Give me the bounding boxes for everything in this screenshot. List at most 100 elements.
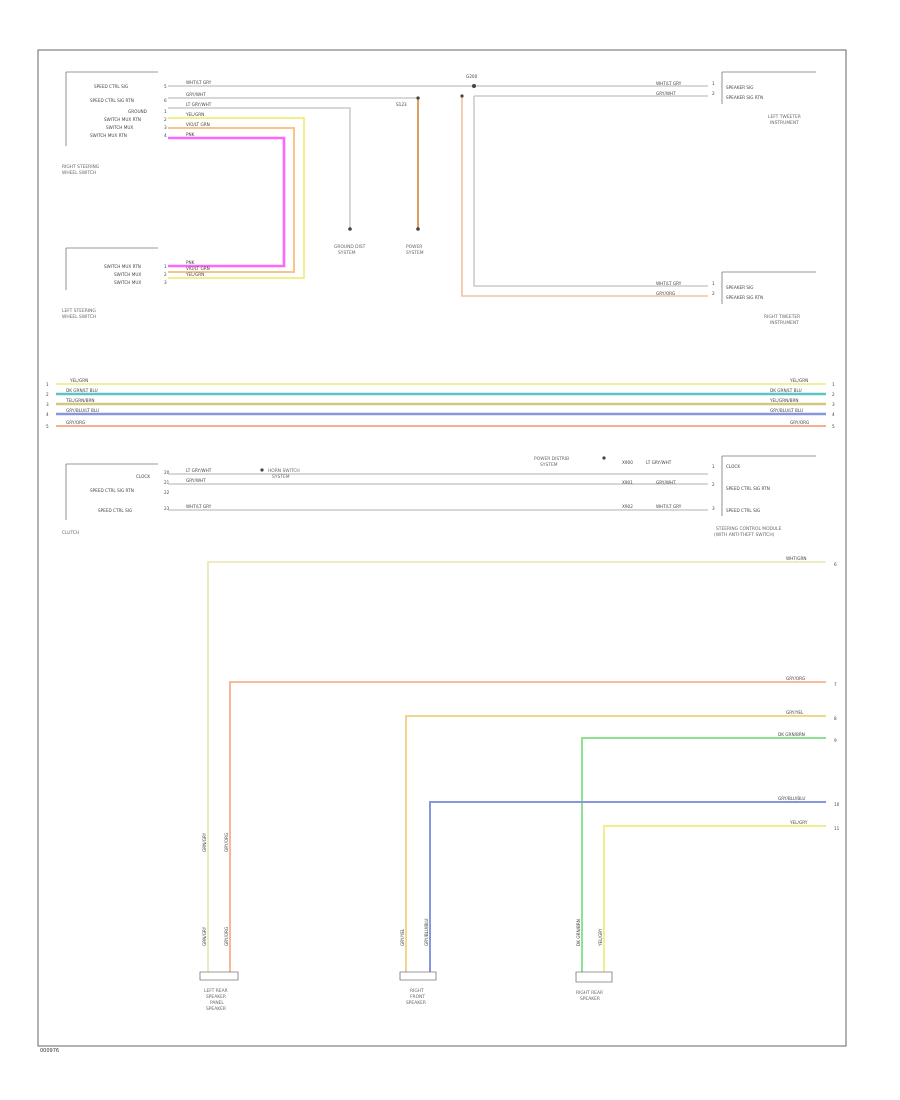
lower-wires: WHT/GRN GRY/ORG GRY/YEL DK GRN/BRN GRY/B…	[207, 556, 840, 972]
horn-switch-ref[interactable]: HORN SWITCH SYSTEM	[268, 468, 301, 480]
scm-wire-id-0: X900	[622, 460, 633, 465]
bus-right-label-0: YEL/GRN	[789, 378, 808, 383]
power-ref[interactable]: POWER SYSTEM S123	[396, 96, 424, 256]
lower-wire-2	[405, 715, 826, 972]
right-tweeter-pin-num-0: 1	[712, 281, 715, 286]
center-speaker-line1: RIGHT	[410, 988, 424, 994]
lower-pin-3: 9	[834, 738, 837, 743]
right-speaker-body	[575, 971, 613, 983]
vertical-tags: GRN/GRY GRY/ORG GRN/GRY GRY/ORG GRY/YEL …	[202, 832, 603, 947]
left-tweeter-bracket	[721, 71, 816, 104]
right-switch-pin-num-4: 3	[164, 125, 167, 130]
ground-ref-line1: GROUND DIST	[334, 244, 366, 250]
ground-ref-label: GROUND DIST SYSTEM	[334, 244, 367, 256]
right-switch-pin-label-4: SWITCH MUX	[106, 125, 133, 130]
tweeter-splice-dot-2	[460, 94, 464, 98]
lower-pin-5: 11	[834, 826, 840, 831]
right-switch-pin-num-5: 4	[164, 133, 167, 138]
right-tweeter[interactable]: WHT/LT GRY GRY/ORG 1 2 SPEAKER SIG SPEAK…	[656, 271, 816, 326]
wire-pnk-top	[168, 136, 286, 268]
lower-wire-label-2: GRY/YEL	[786, 710, 804, 715]
scm-wire-label-2: WHT/LT GRY	[656, 504, 682, 509]
right-tweeter-name-line2: INSTRUMENT	[770, 320, 799, 326]
left-speaker-name: LEFT REAR SPEAKER PANEL SPEAKER	[204, 988, 229, 1012]
power-ref-line2: SYSTEM	[406, 250, 424, 256]
bus-pin-right-4: 5	[832, 424, 835, 429]
ground-dot	[348, 227, 352, 231]
right-front-speaker[interactable]: RIGHT FRONT SPEAKER	[399, 971, 437, 1006]
center-speaker-line3: SPEAKER	[406, 1000, 426, 1006]
ground-ref[interactable]: GROUND DIST SYSTEM	[334, 227, 367, 256]
steering-control-module[interactable]: 1 2 3 CLOCK SPEED CTRL SIG RTN SPEED CTR…	[712, 455, 816, 538]
vtag-6: GRY/BLU/BLU	[424, 919, 429, 946]
power-dot	[416, 227, 420, 231]
left-tweeter[interactable]: WHT/LT GRY GRY/WHT 1 2 SPEAKER SIG SPEAK…	[656, 71, 816, 126]
clutch-module[interactable]: CLOCK SPEED CTRL SIG RTN SPEED CTRL SIG …	[62, 463, 170, 536]
right-switch-name: RIGHT STEERING WHEEL SWITCH	[62, 164, 101, 176]
bus-left-label-1: DK GRN/LT BLU	[66, 388, 98, 393]
clutch-pin-label-2: SPEED CTRL SIG	[98, 508, 132, 513]
lower-pin-2: 8	[834, 716, 837, 721]
power-dist2-ref[interactable]: POWER DISTRIB SYSTEM	[534, 456, 571, 468]
right-tweeter-name: RIGHT TWEETER INSTRUMENT	[764, 314, 802, 326]
bus-pin-right-0: 1	[832, 382, 835, 387]
lower-pin-0: 6	[834, 562, 837, 567]
splice2-label: G200	[466, 74, 478, 79]
right-switch-wire-4: VIO/LT GRN	[186, 122, 210, 127]
clutch-wires: LT GRY/WHT GRY/WHT WHT/LT GRY HORN SWITC…	[168, 456, 708, 511]
right-switch-name-line2: WHEEL SWITCH	[62, 170, 96, 176]
lower-wire-4	[429, 801, 826, 972]
center-speaker-line2: FRONT	[410, 994, 425, 1000]
scm-name: STEERING CONTROL MODULE (WITH ANTI-THEFT…	[714, 526, 783, 538]
scm-wire-label-1: GRY/WHT	[656, 480, 676, 485]
right-switch-wire-2: LT GRY/WHT	[186, 102, 212, 107]
clutch-name: CLUTCH	[62, 530, 79, 536]
footer-tag: 000976	[40, 1048, 59, 1054]
bus-pin-right-1: 2	[832, 392, 835, 397]
left-switch-pin-num-1: 2	[164, 272, 167, 277]
vtag-1: GRY/ORG	[224, 833, 229, 852]
left-switch-bracket	[65, 247, 158, 290]
right-tweeter-name-line1: RIGHT TWEETER	[764, 314, 800, 320]
scm-pin-label-1: SPEED CTRL SIG RTN	[726, 486, 770, 491]
bus-left-label-4: GRY/ORG	[66, 420, 85, 425]
left-switch-wire-0: PNK	[186, 260, 195, 265]
left-tweeter-pin-num-0: 1	[712, 81, 715, 86]
center-speaker-name: RIGHT FRONT SPEAKER	[406, 988, 426, 1006]
scm-pin-label-0: CLOCK	[726, 464, 740, 469]
bus-right-label-4: GRY/ORG	[790, 420, 809, 425]
right-switch-wire-0: WHT/LT GRY	[186, 80, 212, 85]
left-steering-switch[interactable]: SWITCH MUX RTN SWITCH MUX SWITCH MUX 1 2…	[62, 247, 210, 320]
right-switch-pin-label-5: SWITCH MUX RTN	[90, 133, 127, 138]
right-steering-switch[interactable]: SPEED CTRL SIG SPEED CTRL SIG RTN GROUND…	[62, 71, 167, 176]
right-switch-bracket	[65, 71, 158, 146]
scm-pin-num-1: 2	[712, 482, 715, 487]
vtag-7: YEL/GRY	[598, 928, 603, 947]
right-tweeter-pin-label-0: SPEAKER SIG	[726, 285, 753, 290]
scm-wire-id-1: X901	[622, 480, 633, 485]
bus-left-label-2: TEL/GRN/BRN	[65, 398, 95, 403]
power-dist2-dot	[602, 456, 606, 460]
clutch-wire-label-1: GRY/WHT	[186, 478, 206, 483]
lower-pin-1: 7	[834, 682, 837, 687]
right-switch-pin-label-2: GROUND	[128, 109, 147, 114]
right-switch-wires: WHT/LT GRY GRY/WHT LT GRY/WHT YEL/GRN VI…	[168, 80, 458, 279]
right-rear-speaker[interactable]: RIGHT REAR SPEAKER	[575, 971, 613, 1002]
clutch-pin-num-2: 22	[164, 490, 170, 495]
power-ref-line1: POWER	[406, 244, 422, 250]
right-speaker-line1: RIGHT REAR	[576, 990, 603, 996]
left-switch-pin-label-1: SWITCH MUX	[114, 272, 141, 277]
lower-wire-5	[603, 825, 826, 972]
scm-name-line2: (WITH ANTI-THEFT SWITCH)	[714, 532, 775, 538]
lower-wire-label-0: WHT/GRN	[786, 556, 807, 561]
clutch-pin-num-3: 23	[164, 506, 170, 511]
left-rear-speaker[interactable]: LEFT REAR SPEAKER PANEL SPEAKER	[199, 971, 239, 1012]
right-tweeter-pin-label-1: SPEAKER SIG RTN	[726, 295, 763, 300]
left-tweeter-pin-label-0: SPEAKER SIG	[726, 85, 753, 90]
right-switch-pin-num-0: 5	[164, 84, 167, 89]
clutch-pin-num-1: 21	[164, 480, 170, 485]
bus-right-label-2: YEL/GRN/BRN	[769, 398, 799, 403]
right-switch-wire-5: PNK	[186, 132, 195, 137]
right-switch-pin-num-3: 2	[164, 117, 167, 122]
